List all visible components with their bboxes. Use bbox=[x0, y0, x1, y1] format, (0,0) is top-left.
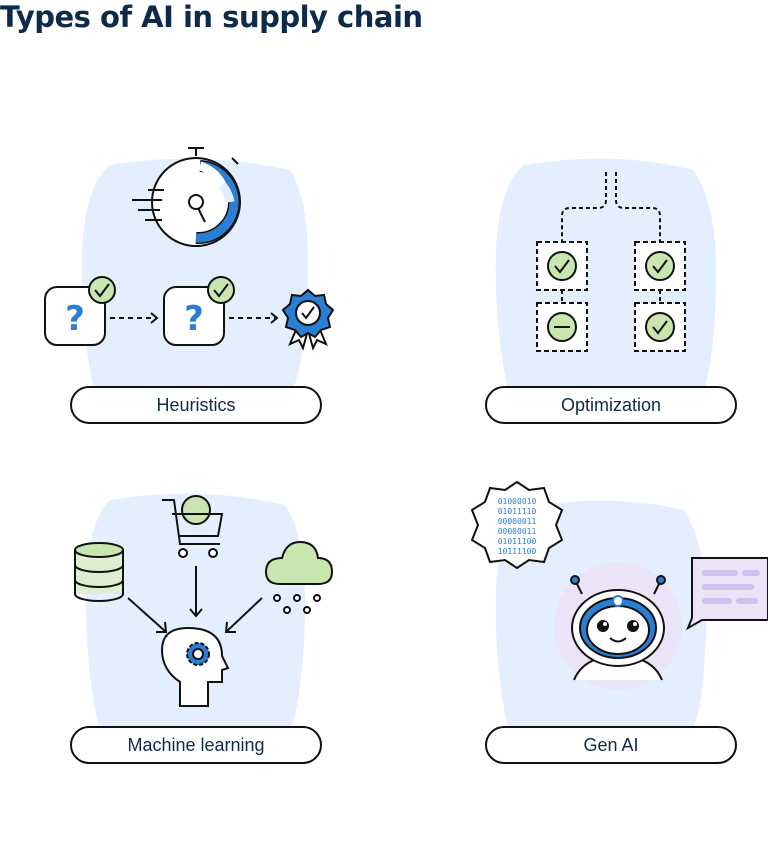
check-badge-icon bbox=[207, 276, 235, 304]
page-title: Types of AI in supply chain bbox=[0, 0, 423, 34]
award-ribbon-icon bbox=[281, 288, 335, 351]
binary-gear-icon: 01000010 01011110 00000011 00000011 0101… bbox=[470, 480, 564, 570]
card-machine-learning: Machine learning bbox=[0, 470, 384, 853]
binary-line: 01000010 bbox=[498, 497, 537, 506]
gen-ai-label-pill: Gen AI bbox=[485, 726, 737, 764]
shopping-cart-icon bbox=[162, 495, 224, 558]
head-gear-icon bbox=[160, 626, 230, 707]
optimization-illustration bbox=[495, 158, 717, 403]
checkbox-icon bbox=[536, 241, 588, 291]
svg-text:?: ? bbox=[65, 299, 85, 339]
stopwatch-icon bbox=[132, 147, 241, 247]
database-icon bbox=[74, 542, 124, 602]
checkbox-icon bbox=[634, 302, 686, 352]
gen-ai-label: Gen AI bbox=[583, 734, 639, 755]
binary-line: 00000011 bbox=[498, 517, 537, 526]
heuristics-illustration: ? ? bbox=[44, 147, 335, 405]
heuristics-label: Heuristics bbox=[156, 394, 236, 415]
machine-learning-illustration bbox=[74, 493, 334, 739]
svg-text:?: ? bbox=[184, 299, 204, 339]
minus-icon bbox=[536, 302, 588, 352]
robot-icon bbox=[554, 562, 682, 690]
card-optimization: Optimization bbox=[384, 130, 768, 513]
question-icon: ? bbox=[44, 286, 106, 346]
card-heuristics: ? ? Heuristics bbox=[0, 130, 384, 513]
optimization-label: Optimization bbox=[560, 394, 662, 415]
tree-connectors bbox=[561, 172, 661, 303]
question-icon: ? bbox=[163, 286, 225, 346]
check-badge-icon bbox=[88, 276, 116, 304]
background-blob bbox=[81, 158, 309, 405]
gen-ai-illustration: 01000010 01011110 00000011 00000011 0101… bbox=[470, 480, 768, 739]
binary-line: 01011110 bbox=[498, 507, 537, 516]
binary-text-block: 01000010 01011110 00000011 00000011 0101… bbox=[498, 497, 537, 556]
checkbox-icon bbox=[634, 241, 686, 291]
machine-learning-label: Machine learning bbox=[127, 734, 265, 755]
flow-arrows bbox=[127, 566, 263, 633]
chat-bubble-icon bbox=[686, 557, 768, 631]
machine-learning-label-pill: Machine learning bbox=[70, 726, 322, 764]
binary-line: 10111100 bbox=[498, 547, 537, 556]
binary-line: 00000011 bbox=[498, 527, 537, 536]
heuristics-label-pill: Heuristics bbox=[70, 386, 322, 424]
binary-line: 01011100 bbox=[498, 537, 537, 546]
rain-cloud-icon bbox=[264, 540, 334, 614]
optimization-label-pill: Optimization bbox=[485, 386, 737, 424]
card-gen-ai: 01000010 01011110 00000011 00000011 0101… bbox=[384, 470, 768, 853]
